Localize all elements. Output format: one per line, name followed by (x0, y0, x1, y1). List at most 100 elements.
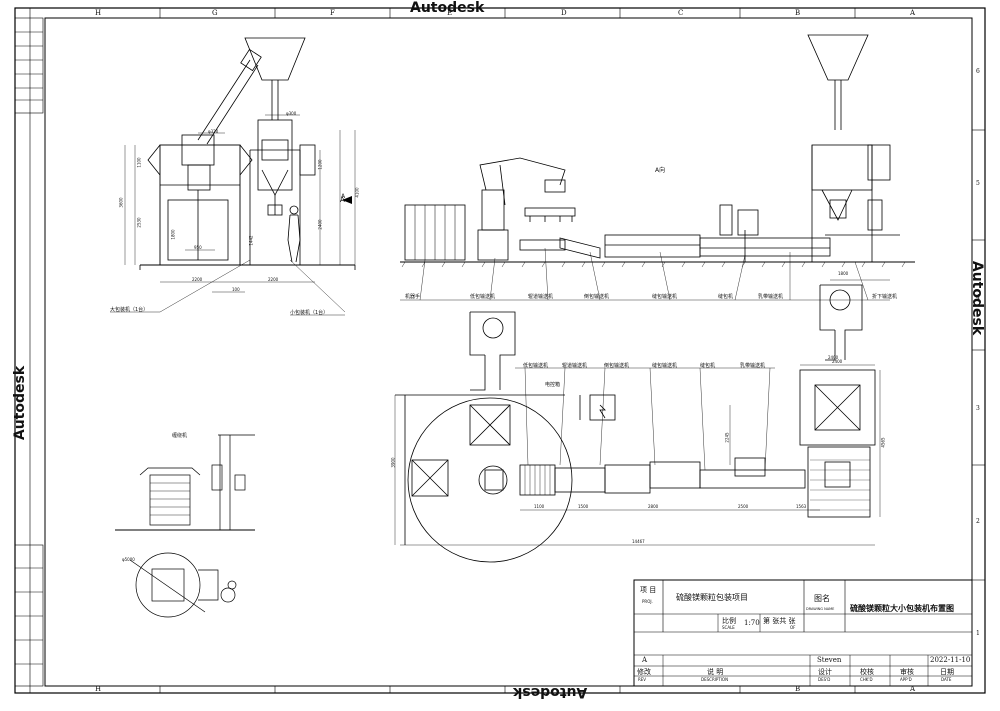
tb-project-label: 项 目 (640, 586, 657, 594)
plan-dim-4565: 4565 (880, 437, 886, 448)
side-label-roller-conveyor: 辊道输送机 (528, 294, 554, 300)
label-small-bagger: 小包装机（1台） (290, 310, 329, 316)
plan-dim-1563: 1563 (796, 504, 807, 509)
plan-dim-3900: 3900 (390, 457, 396, 468)
detail-title: 缠绕机 (172, 433, 188, 439)
plan-dim-2800: 2800 (648, 504, 659, 509)
title-block-frame (633, 579, 973, 687)
dim-2400: 2400 (317, 219, 323, 230)
plan-view-dimensions (394, 364, 881, 546)
side-label-sewing-machine: 缝包机 (718, 294, 734, 300)
grid-row-5: 5 (976, 180, 980, 187)
grid-col-h-bottom: H (95, 685, 102, 693)
dim-1200: 1200 (317, 159, 323, 170)
tb-design-label: 设计 (818, 668, 832, 676)
side-label-fold-conveyor: 折下输送机 (872, 294, 898, 300)
grid-col-b: B (795, 9, 801, 17)
dim-1442: 1442 (248, 235, 254, 246)
dim-2530: 2530 (136, 217, 142, 228)
plan-dim-1100: 1100 (534, 504, 545, 509)
watermark-top: Autodesk (410, 0, 485, 16)
grid-col-a-bottom: A (910, 685, 916, 693)
plan-dim-2245: 2245 (724, 432, 730, 443)
tb-rev-label: 修改 (637, 668, 651, 676)
side-label-low-bag-conveyor: 低包输送机 (470, 294, 496, 300)
tb-date-label-en: DATE (941, 677, 952, 682)
plan-dim-14467: 14467 (632, 539, 645, 544)
tb-drawing-label: 图名 (814, 594, 830, 603)
grid-col-h: H (95, 9, 102, 17)
side-view-line (400, 34, 915, 268)
grid-row-2: 2 (976, 518, 980, 525)
grid-col-g: G (212, 9, 218, 17)
dim-4100: 4100 (354, 187, 360, 198)
side-label-sew-conveyor: 缝包输送机 (652, 294, 678, 300)
wrapping-machine-detail (115, 434, 255, 618)
tb-rev-value: A (642, 656, 648, 664)
plan-label-belt-conveyor: 乳带输送机 (740, 363, 766, 369)
dim-phi320: φ320 (208, 129, 219, 134)
grid-col-c: C (678, 9, 684, 17)
plan-label-dump-conveyor: 倒包输送机 (604, 363, 630, 369)
tb-drawing-label-en: DRAWING NAME (806, 607, 835, 611)
side-dim-1800: 1800 (838, 271, 849, 276)
front-view-machines (139, 37, 356, 270)
dim-phi300: φ300 (286, 111, 297, 116)
plan-dim-1500: 1500 (578, 504, 589, 509)
tb-rev-label-en: REV (638, 677, 647, 682)
label-big-bagger: 大包装机（1台） (110, 307, 149, 313)
dim-1800: 1800 (170, 229, 176, 240)
side-label-robot: 机器手 (405, 294, 421, 300)
dim-1100: 1100 (136, 157, 142, 168)
side-label-belt-conveyor: 乳带输送机 (758, 294, 784, 300)
tb-date: 2022-11-10 (930, 656, 971, 664)
plan-label-sew-conveyor: 缝包输送机 (652, 363, 678, 369)
side-view-title: A向 (655, 167, 666, 174)
tb-author: Steven (817, 656, 842, 664)
plan-dim-2500: 2500 (738, 504, 749, 509)
tb-project-label-en: PROJ. (642, 599, 653, 604)
side-dim-2400: 2400 (828, 355, 839, 360)
front-view-dimensions (110, 114, 356, 316)
tb-project-name: 硫酸镁颗粒包装项目 (676, 593, 748, 602)
tb-design-label-en: DES'D (818, 677, 831, 682)
tb-scale-value: 1:70 (744, 619, 760, 627)
plan-dim-2400: 2400 (832, 359, 843, 364)
plan-label-low-bag-conveyor: 低包输送机 (523, 363, 549, 369)
tb-check-label: 校核 (860, 668, 874, 676)
dim-2200-left: 2200 (192, 277, 203, 282)
side-label-dump-conveyor: 倒包输送机 (584, 294, 610, 300)
grid-col-e: E (447, 9, 453, 17)
grid-col-d: D (561, 9, 567, 17)
dim-950: 950 (194, 245, 202, 250)
tb-drawing-name: 硫酸镁颗粒大小包装机布置图 (850, 603, 954, 613)
tb-desc-label-en: DESCRIPTION (701, 677, 729, 682)
plan-label-control-cabinet: 电控箱 (545, 382, 561, 388)
grid-row-4: 4 (976, 294, 980, 301)
tb-sheet-label-en: OF (790, 625, 796, 630)
tb-scale-label: 比例 (722, 617, 736, 625)
tb-date-label: 日期 (940, 668, 954, 676)
grid-row-6: 6 (976, 68, 980, 75)
watermark-left: Autodesk (12, 365, 29, 441)
plan-view-hatch (810, 459, 870, 511)
plan-label-roller-conveyor: 辊道输送机 (562, 363, 588, 369)
dim-100: 100 (232, 287, 240, 292)
watermark-bottom: Autodesk (513, 684, 588, 700)
tb-approve-label: 审核 (900, 668, 914, 676)
tb-scale-label-en: SCALE (722, 625, 735, 630)
tb-sheet-label: 第 张共 张 (763, 617, 796, 625)
plan-view-line (395, 284, 876, 563)
tb-check-label-en: CHK'D (860, 677, 873, 682)
detail-dim-phi5000: φ5000 (122, 557, 135, 562)
grid-row-1: 1 (976, 630, 980, 637)
grid-col-f: F (330, 9, 335, 17)
grid-col-b-bottom: B (795, 685, 801, 693)
plan-label-sewing-machine: 缝包机 (700, 363, 716, 369)
view-arrow-label: A (341, 193, 346, 200)
side-view-leaders (400, 247, 890, 301)
grid-row-3: 3 (976, 405, 980, 412)
dim-3600: 3600 (118, 197, 124, 208)
